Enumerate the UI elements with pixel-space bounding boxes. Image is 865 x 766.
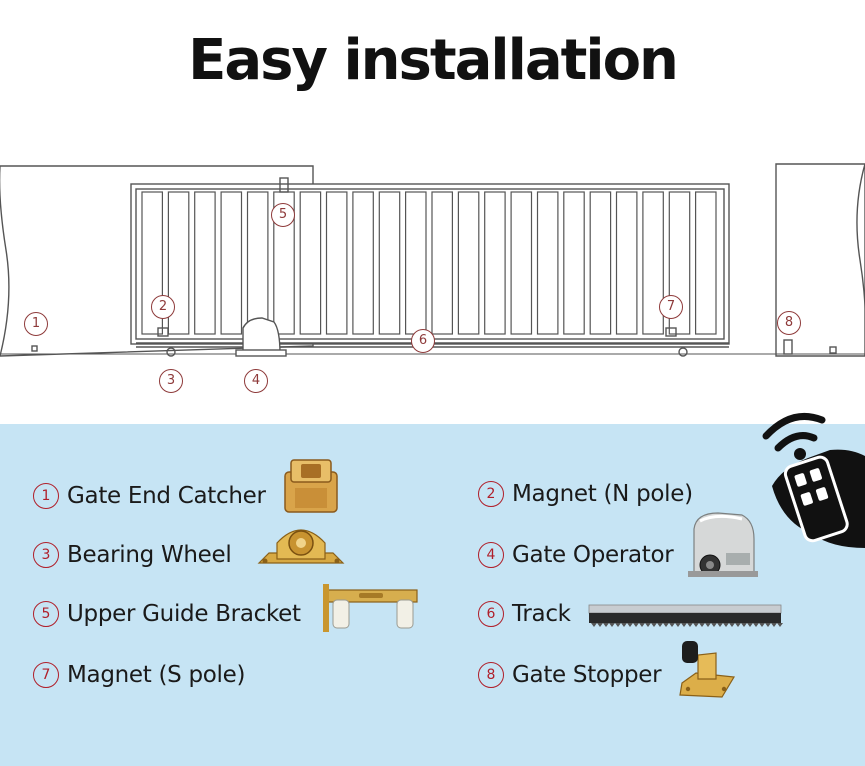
legend-item-6: 6 Track [478, 599, 571, 629]
gate-picket [563, 191, 585, 335]
legend-label: Upper Guide Bracket [67, 601, 301, 627]
legend-item-1: 1 Gate End Catcher [33, 481, 266, 511]
legend-label: Gate Operator [512, 542, 674, 568]
gate-stopper-icon [679, 641, 735, 698]
gate-picket [220, 191, 243, 335]
legend-label: Gate Stopper [512, 662, 662, 688]
legend-badge: 8 [478, 662, 504, 688]
gate-picket [642, 191, 664, 335]
legend-badge: 2 [478, 481, 504, 507]
legend-panel [0, 424, 865, 766]
legend-badge: 1 [33, 483, 59, 509]
page-title: Easy installation [188, 28, 679, 93]
gate-picket [325, 191, 348, 335]
gate-picket [457, 191, 480, 335]
gate-picket [167, 191, 190, 335]
legend-item-3: 3 Bearing Wheel [33, 540, 232, 570]
gate-picket [694, 191, 717, 335]
legend-item-8: 8 Gate Stopper [478, 660, 662, 690]
gate-picket [484, 191, 506, 335]
gate-picket [431, 191, 453, 335]
marker-4: 4 [244, 369, 268, 393]
legend-label: Gate End Catcher [67, 483, 266, 509]
gate-picket [378, 191, 401, 335]
legend-label: Track [512, 601, 571, 627]
legend-item-5: 5 Upper Guide Bracket [33, 599, 301, 629]
marker-6: 6 [411, 329, 435, 353]
gate-end-catcher-icon [284, 459, 338, 513]
marker-5: 5 [271, 203, 295, 227]
legend-label: Bearing Wheel [67, 542, 232, 568]
marker-7: 7 [659, 295, 683, 319]
gate-picket [141, 191, 163, 335]
legend-badge: 4 [478, 542, 504, 568]
legend-item-7: 7 Magnet (S pole) [33, 660, 245, 690]
gate-picket [589, 191, 612, 335]
marker-8: 8 [777, 311, 801, 335]
track-icon [588, 604, 783, 627]
legend-label: Magnet (N pole) [512, 481, 693, 507]
remote-control-icon [762, 412, 865, 548]
gate-picket [615, 191, 638, 335]
gate-picket [668, 191, 691, 335]
bearing-wheel-icon [257, 529, 345, 564]
legend-badge: 3 [33, 542, 59, 568]
marker-3: 3 [159, 369, 183, 393]
legend-badge: 5 [33, 601, 59, 627]
upper-guide-bracket-icon [323, 584, 418, 632]
gate-picket [510, 191, 533, 335]
gate-operator-icon [688, 512, 758, 577]
marker-1: 1 [24, 312, 48, 336]
legend-label: Magnet (S pole) [67, 662, 246, 688]
gate-picket [352, 191, 374, 335]
gate-picket [299, 191, 322, 335]
legend-badge: 7 [33, 662, 59, 688]
gate-picket [536, 191, 559, 335]
legend-item-4: 4 Gate Operator [478, 540, 674, 570]
gate-diagram [0, 163, 865, 357]
legend-item-2: 2 Magnet (N pole) [478, 479, 693, 509]
marker-2: 2 [151, 295, 175, 319]
gate-picket [194, 191, 216, 335]
legend-badge: 6 [478, 601, 504, 627]
